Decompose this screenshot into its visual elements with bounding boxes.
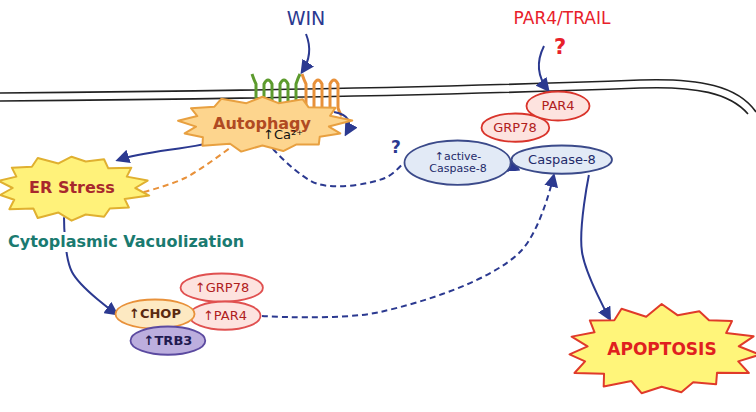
protein-ellipse: ↑TRB3 <box>129 325 207 356</box>
burst-shape <box>570 304 756 393</box>
ellipse-shape <box>131 327 206 355</box>
activation-arrow <box>539 46 548 90</box>
ellipse-shape <box>512 146 612 174</box>
ellipse-shape <box>115 300 194 329</box>
node-label: ↑PAR4 <box>203 309 247 324</box>
connector <box>273 149 404 186</box>
ellipse-shape <box>527 92 590 121</box>
edge-label: ? <box>390 138 402 157</box>
event-burst: APOPTOSIS <box>561 304 756 396</box>
activation-arrow <box>302 34 309 72</box>
ellipse-shape <box>190 302 261 330</box>
node-label: PAR4 <box>541 99 574 114</box>
node-label: ↑CHOP <box>129 307 181 322</box>
protein-ellipse: Caspase-8 <box>510 144 614 175</box>
annotation-text: PAR4/TRAIL <box>514 9 611 28</box>
node-label: Caspase-8 <box>528 153 596 168</box>
node-label: ↑active- Caspase-8 <box>422 151 494 176</box>
connector <box>581 175 609 319</box>
protein-ellipse: ↑CHOP <box>114 298 196 330</box>
annotation-text: Cytoplasmic Vacuolization <box>6 232 246 252</box>
node-label: ER Stress <box>29 179 115 197</box>
node-label: APOPTOSIS <box>607 340 716 359</box>
annotation-text: ↑Ca²⁺ <box>263 128 303 142</box>
node-label: ↑TRB3 <box>144 334 193 349</box>
protein-ellipse: ↑active- Caspase-8 <box>403 139 512 186</box>
protein-ellipse: ↑PAR4 <box>188 300 262 331</box>
event-burst: Autophagy <box>172 95 353 153</box>
ellipse-shape <box>405 141 511 185</box>
connector <box>144 148 230 192</box>
burst-shape <box>0 157 150 221</box>
node-label: GRP78 <box>493 121 537 136</box>
event-burst: ER Stress <box>0 154 152 222</box>
protein-ellipse: ↑GRP78 <box>179 272 264 303</box>
node-label: ↑GRP78 <box>195 281 249 296</box>
ellipse-shape <box>181 274 263 302</box>
cell-membrane <box>0 88 748 114</box>
annotation-text: WIN <box>287 8 326 29</box>
burst-shape <box>178 97 352 152</box>
annotation-text: ? <box>554 36 566 59</box>
protein-ellipse: PAR4 <box>525 90 591 122</box>
connector <box>262 176 554 318</box>
